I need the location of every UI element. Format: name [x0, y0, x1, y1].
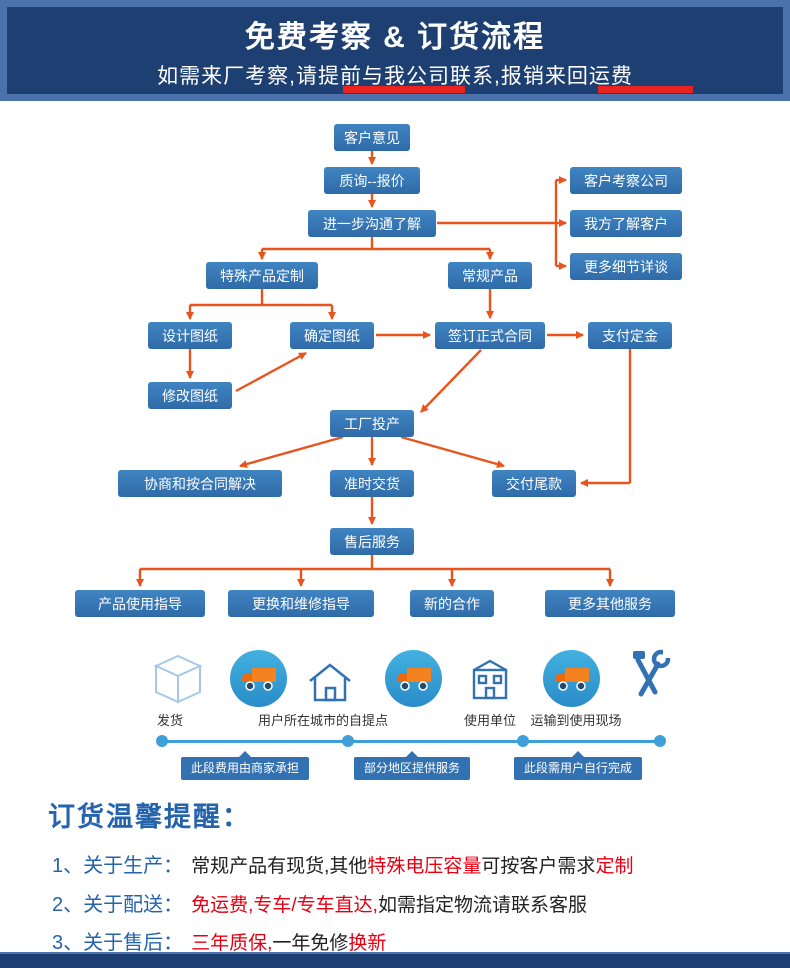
header-banner: 免费考察 & 订货流程 如需来厂考察,请提前与我公司联系,报销来回运费: [0, 0, 790, 101]
reminder-item-delivery: 2、关于配送： 免运费,专车/专车直达,如需指定物流请联系客服: [52, 888, 587, 917]
segment-pointer: [572, 751, 584, 757]
node-confirm-drawing: 确定图纸: [290, 322, 374, 349]
node-sign-contract: 签订正式合同: [435, 322, 545, 349]
reminder-text-segment: 特殊电压容量: [367, 856, 482, 877]
segment-label-merchant-cost: 此段费用由商家承担: [181, 751, 309, 780]
reminder-text-segment: 一年免修: [272, 933, 349, 954]
node-product-usage-guidance: 产品使用指导: [75, 590, 205, 617]
segment-pointer: [406, 751, 418, 757]
delivery-truck-icon: [385, 650, 442, 707]
page-title: 免费考察 & 订货流程: [244, 21, 546, 54]
node-on-time-delivery: 准时交货: [330, 470, 414, 497]
timeline-dot: [654, 735, 666, 747]
subtitle-underline: [343, 86, 465, 93]
timeline-dot: [517, 735, 529, 747]
node-we-understand-client: 我方了解客户: [570, 210, 682, 237]
reminder-heading: 关于生产：: [83, 855, 184, 877]
timeline-line: [162, 740, 660, 743]
node-replacement-repair-guidance: 更换和维修指导: [228, 590, 374, 617]
reminder-text-segment: 可按客户需求: [481, 856, 596, 877]
reminder-text-segment: 常规产品有现货,其他: [191, 856, 368, 877]
node-after-sales-service: 售后服务: [330, 528, 414, 555]
shipping-box-icon: [150, 652, 206, 711]
tools-icon: [625, 648, 673, 709]
node-inquiry-quote: 质询--报价: [324, 167, 420, 194]
reminder-item-after-sales: 3、关于售后： 三年质保,一年免修换新: [52, 926, 386, 955]
reminder-text-segment: 定制: [595, 856, 634, 877]
timeline-dot: [342, 735, 354, 747]
node-more-details-discussion: 更多细节详谈: [570, 253, 682, 280]
node-pay-balance: 交付尾款: [492, 470, 576, 497]
reminder-text-segment: 换新: [348, 933, 387, 954]
segment-label-partial-service: 部分地区提供服务: [354, 751, 470, 780]
reminder-text-segment: 免运费,专车/专车直达,: [191, 895, 378, 916]
stage-label-transport-to-site: 运输到使用现场: [530, 713, 622, 728]
node-further-communication: 进一步沟通了解: [308, 210, 436, 237]
timeline-dot: [156, 735, 168, 747]
segment-text: 此段费用由商家承担: [191, 761, 300, 775]
reminder-heading: 关于配送：: [83, 894, 184, 916]
node-revise-drawing: 修改图纸: [148, 382, 232, 409]
node-customer-opinion: 客户意见: [334, 124, 410, 151]
node-new-cooperation: 新的合作: [410, 590, 494, 617]
page-subtitle: 如需来厂考察,请提前与我公司联系,报销来回运费: [157, 65, 633, 88]
reminder-title: 订货温馨提醒：: [48, 802, 251, 832]
reminder-number: 2、: [52, 894, 84, 916]
delivery-truck-icon: [230, 650, 287, 707]
delivery-truck-icon: [543, 650, 600, 707]
reminder-number: 3、: [52, 932, 84, 954]
node-negotiate-per-contract: 协商和按合同解决: [118, 470, 282, 497]
stage-label-user-unit: 使用单位: [463, 713, 516, 728]
stage-label-pickup-point: 用户所在城市的自提点: [257, 713, 388, 728]
reminder-item-production: 1、关于生产： 常规产品有现货,其他特殊电压容量可按客户需求定制: [52, 849, 633, 878]
reminder-number: 1、: [52, 855, 84, 877]
stage-label-shipping: 发货: [156, 713, 183, 728]
reminder-heading: 关于售后：: [83, 932, 184, 954]
segment-text: 部分地区提供服务: [364, 761, 461, 775]
subtitle-underline: [598, 86, 693, 93]
node-factory-production: 工厂投产: [330, 410, 414, 437]
node-pay-deposit: 支付定金: [588, 322, 672, 349]
user-unit-building-icon: [467, 656, 513, 709]
pickup-house-icon: [307, 660, 353, 709]
reminder-text-segment: 三年质保,: [191, 933, 273, 954]
node-more-other-services: 更多其他服务: [545, 590, 675, 617]
node-custom-product: 特殊产品定制: [206, 262, 318, 289]
node-client-visit-company: 客户考察公司: [570, 167, 682, 194]
node-regular-product: 常规产品: [448, 262, 532, 289]
segment-text: 此段需用户自行完成: [524, 761, 633, 775]
reminder-text-segment: 如需指定物流请联系客服: [377, 895, 587, 916]
bottom-bar: [0, 952, 790, 968]
segment-pointer: [239, 751, 251, 757]
node-design-drawing: 设计图纸: [148, 322, 232, 349]
segment-label-user-complete: 此段需用户自行完成: [514, 751, 642, 780]
